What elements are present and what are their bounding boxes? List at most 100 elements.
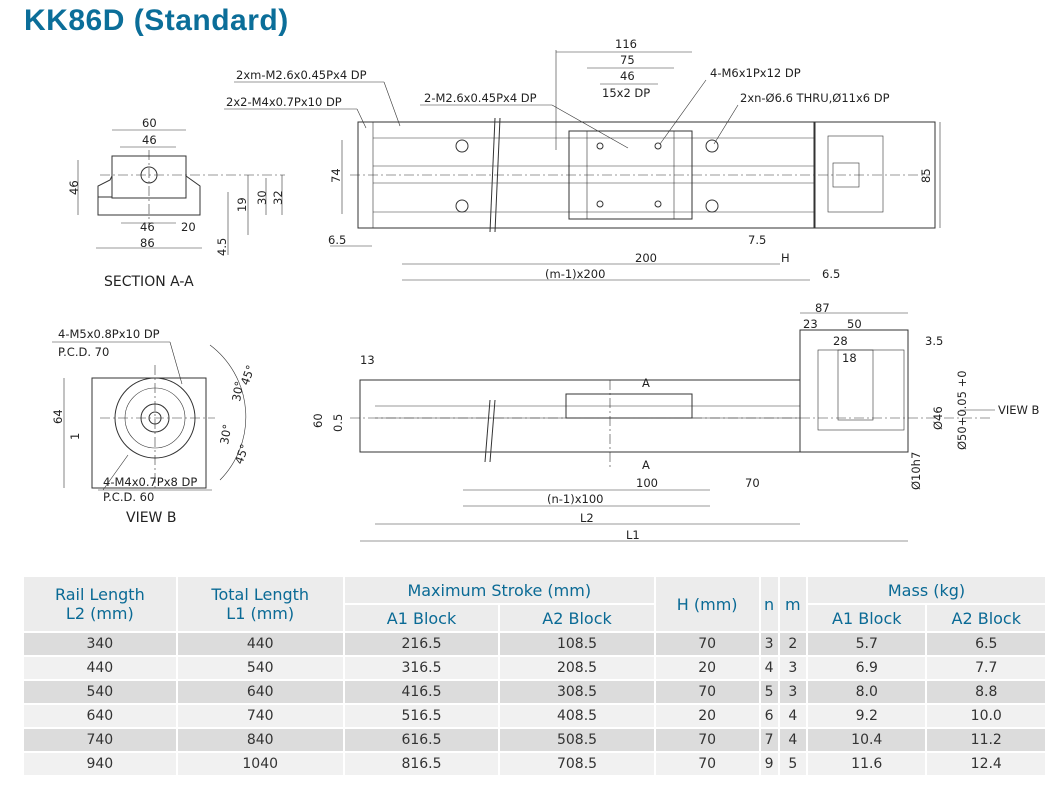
view-b-caption: VIEW B [126, 510, 176, 526]
table-cell: 616.5 [344, 729, 499, 751]
drawing-label: 116 [615, 37, 637, 51]
drawing-label: 3.5 [925, 334, 943, 348]
table-cell: 708.5 [500, 753, 654, 775]
table-cell: 3 [760, 633, 778, 655]
table-cell: 340 [24, 633, 176, 655]
drawing-label: 30° [217, 423, 234, 446]
table-cell: 540 [24, 681, 176, 703]
table-cell: 308.5 [500, 681, 654, 703]
table-cell: 3 [779, 681, 807, 703]
drawing-label: L2 [580, 511, 594, 525]
table-cell: 2 [779, 633, 807, 655]
drawing-label: 45° [232, 442, 252, 466]
drawing-label: 50 [847, 317, 862, 331]
table-cell: 640 [24, 705, 176, 727]
table-cell: 20 [655, 657, 759, 679]
drawing-label: 1 [68, 433, 82, 440]
header-h: H (mm) [655, 577, 759, 631]
table-cell: 740 [24, 729, 176, 751]
view-b: 64 1 45° 30° 30° 45° 4-M5x0.8Px10 DP P.C… [51, 327, 258, 526]
table-cell: 7.7 [927, 657, 1045, 679]
drawing-label: 4-M4x0.7Px8 DP [103, 475, 197, 489]
side-view: 13 60 0.5 87 23 50 28 18 3.5 A A Ø46 Ø50… [311, 301, 1040, 542]
table-cell: 8.8 [927, 681, 1045, 703]
drawing-label: 30 [255, 190, 269, 205]
drawing-label: 0.5 [331, 414, 345, 432]
table-cell: 440 [177, 633, 343, 655]
drawing-label: VIEW B [998, 403, 1040, 417]
drawing-label: L1 [626, 528, 640, 542]
drawing-label: 28 [833, 334, 848, 348]
table-cell: 8.0 [808, 681, 926, 703]
table-cell: 9.2 [808, 705, 926, 727]
drawing-label: 87 [815, 301, 830, 315]
table-cell: 516.5 [344, 705, 499, 727]
drawing-label: 7.5 [748, 233, 766, 247]
header-mass: Mass (kg) [808, 577, 1045, 603]
drawing-label: 85 [919, 168, 933, 183]
table-cell: 6.5 [927, 633, 1045, 655]
table-cell: 816.5 [344, 753, 499, 775]
table-cell: 6.9 [808, 657, 926, 679]
header-mass-a1: A1 Block [808, 605, 926, 631]
table-cell: 840 [177, 729, 343, 751]
table-cell: 11.2 [927, 729, 1045, 751]
table-cell: 5 [779, 753, 807, 775]
drawing-label: 2x2-M4x0.7Px10 DP [226, 95, 342, 109]
drawing-label: 23 [803, 317, 818, 331]
drawing-label: 2xn-Ø6.6 THRU,Ø11x6 DP [740, 91, 890, 105]
table-cell: 11.6 [808, 753, 926, 775]
drawing-label: 64 [51, 409, 65, 424]
drawing-label: 2-M2.6x0.45Px4 DP [424, 91, 537, 105]
drawing-label: 4-M6x1Px12 DP [710, 66, 801, 80]
drawing-label: A [642, 458, 650, 472]
table-cell: 5.7 [808, 633, 926, 655]
drawing-label: 15x2 DP [602, 86, 650, 100]
table-cell: 20 [655, 705, 759, 727]
drawing-label: 100 [636, 476, 658, 490]
table-cell: 208.5 [500, 657, 654, 679]
section-a-a-caption: SECTION A-A [104, 274, 194, 290]
drawing-label: H [781, 251, 790, 265]
table-cell: 70 [655, 753, 759, 775]
drawing-label: 46 [620, 69, 635, 83]
drawing-label: 4-M5x0.8Px10 DP [58, 327, 160, 341]
drawing-label: 75 [620, 53, 635, 67]
table-cell: 70 [655, 681, 759, 703]
table-cell: 4 [779, 729, 807, 751]
drawing-label: 45° [238, 363, 258, 387]
drawing-label: 30° [229, 380, 246, 403]
table-cell: 3 [779, 657, 807, 679]
drawing-label: (m-1)x200 [545, 267, 605, 281]
table-cell: 216.5 [344, 633, 499, 655]
section-a-a: 60 46 46 30 32 19 46 20 86 4.5 SECTION A… [67, 116, 285, 290]
table-cell: 540 [177, 657, 343, 679]
drawing-label: (n-1)x100 [547, 492, 603, 506]
drawing-label: 70 [745, 476, 760, 490]
table-cell: 440 [24, 657, 176, 679]
drawing-label: 60 [142, 116, 157, 130]
table-cell: 10.4 [808, 729, 926, 751]
drawing-label: 200 [635, 251, 657, 265]
table-cell: 9 [760, 753, 778, 775]
table-cell: 940 [24, 753, 176, 775]
drawing-label: Ø10h7 [909, 452, 923, 490]
table-cell: 740 [177, 705, 343, 727]
drawing-label: 46 [142, 133, 157, 147]
drawing-label: P.C.D. 70 [58, 345, 109, 359]
table-cell: 108.5 [500, 633, 654, 655]
drawing-label: 74 [329, 168, 343, 183]
drawing-label: 46 [140, 220, 155, 234]
table-cell: 416.5 [344, 681, 499, 703]
drawing-label: 19 [235, 197, 249, 212]
drawing-label: 13 [360, 353, 375, 367]
technical-drawing: 60 46 46 30 32 19 46 20 86 4.5 SECTION A… [51, 37, 1040, 542]
table-cell: 10.0 [927, 705, 1045, 727]
drawing-label: 4.5 [215, 238, 229, 256]
header-stroke: Maximum Stroke (mm) [344, 577, 654, 603]
drawing-label: 18 [842, 351, 857, 365]
